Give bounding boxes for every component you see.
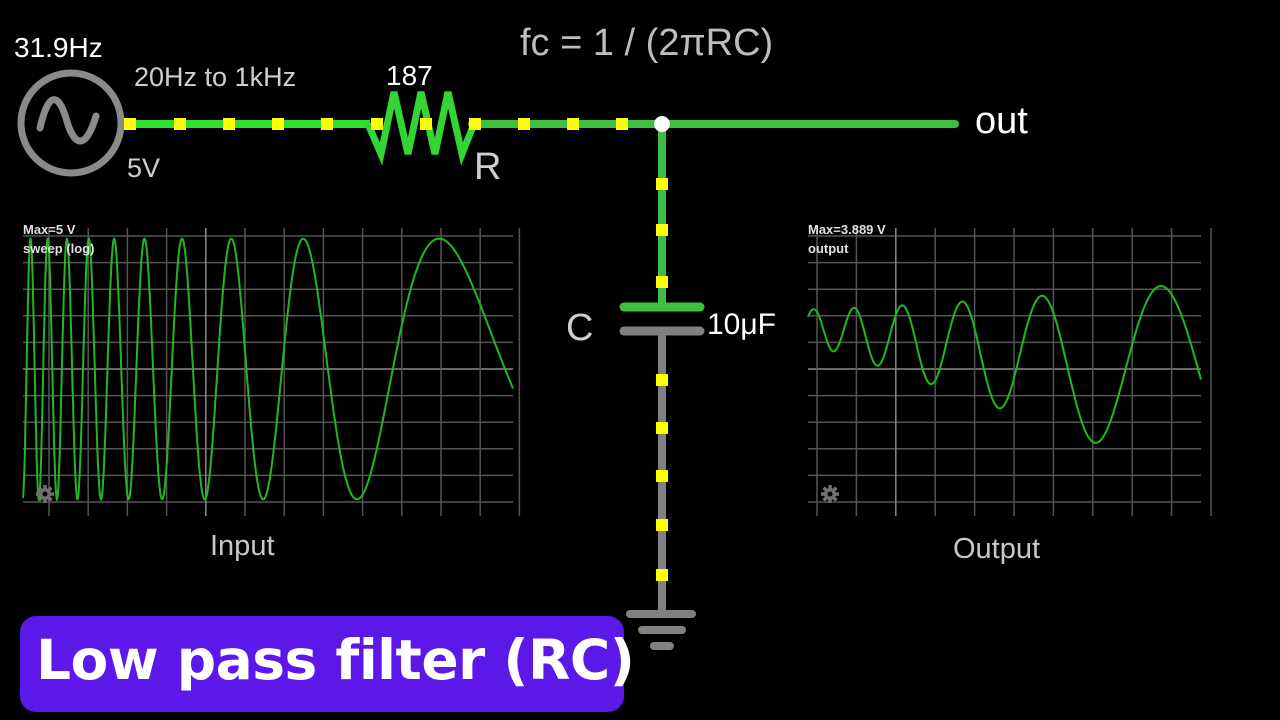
output-scope-label: Output <box>953 533 1041 565</box>
resistor-label: R <box>474 146 502 188</box>
capacitor-label: C <box>566 307 594 349</box>
current-dot <box>272 118 284 130</box>
current-dot <box>371 118 383 130</box>
output-scope-max: Max=3.889 V <box>808 222 886 237</box>
output-scope[interactable] <box>807 228 1212 516</box>
current-dot <box>656 470 668 482</box>
current-dot <box>656 569 668 581</box>
gear-hole <box>827 491 833 497</box>
ac-source-icon[interactable] <box>17 69 125 177</box>
current-dot <box>656 276 668 288</box>
input-scope-info: Max=5 V sweep (log) <box>23 220 95 258</box>
input-scope-mode: sweep (log) <box>23 241 95 256</box>
current-dot <box>420 118 432 130</box>
gear-icon <box>36 485 54 503</box>
resistor-value: 187 <box>386 60 433 91</box>
current-dot <box>469 118 481 130</box>
source-amplitude: 5V <box>127 153 161 183</box>
scope-trace <box>22 236 514 502</box>
current-dot <box>656 519 668 531</box>
title-text: Low pass filter (RC) <box>36 628 635 692</box>
gear-hole <box>42 491 48 497</box>
input-scope-max: Max=5 V <box>23 222 76 237</box>
current-dot <box>518 118 530 130</box>
cutoff-formula: fc = 1 / (2πRC) <box>520 22 774 64</box>
current-dot <box>656 224 668 236</box>
output-label: out <box>975 100 1028 142</box>
current-dot <box>616 118 628 130</box>
output-scope-mode: output <box>808 241 849 256</box>
current-dots <box>124 118 668 581</box>
title-banner <box>20 616 624 712</box>
gear-icon <box>821 485 839 503</box>
input-scope-label: Input <box>210 530 275 562</box>
current-dot <box>124 118 136 130</box>
output-scope-info: Max=3.889 V output <box>808 220 886 258</box>
resistor[interactable] <box>364 91 478 166</box>
current-dot <box>321 118 333 130</box>
current-dot <box>567 118 579 130</box>
scope-trace <box>807 285 1202 444</box>
current-dot <box>656 178 668 190</box>
sweep-range: 20Hz to 1kHz <box>134 62 297 92</box>
input-scope[interactable] <box>22 228 521 516</box>
capacitor-value: 10μF <box>707 308 776 341</box>
current-dot <box>656 374 668 386</box>
ground-icon <box>626 610 696 650</box>
current-dot <box>174 118 186 130</box>
current-dot <box>223 118 235 130</box>
junction-node <box>654 116 670 132</box>
source-frequency: 31.9Hz <box>14 32 103 63</box>
current-dot <box>656 422 668 434</box>
